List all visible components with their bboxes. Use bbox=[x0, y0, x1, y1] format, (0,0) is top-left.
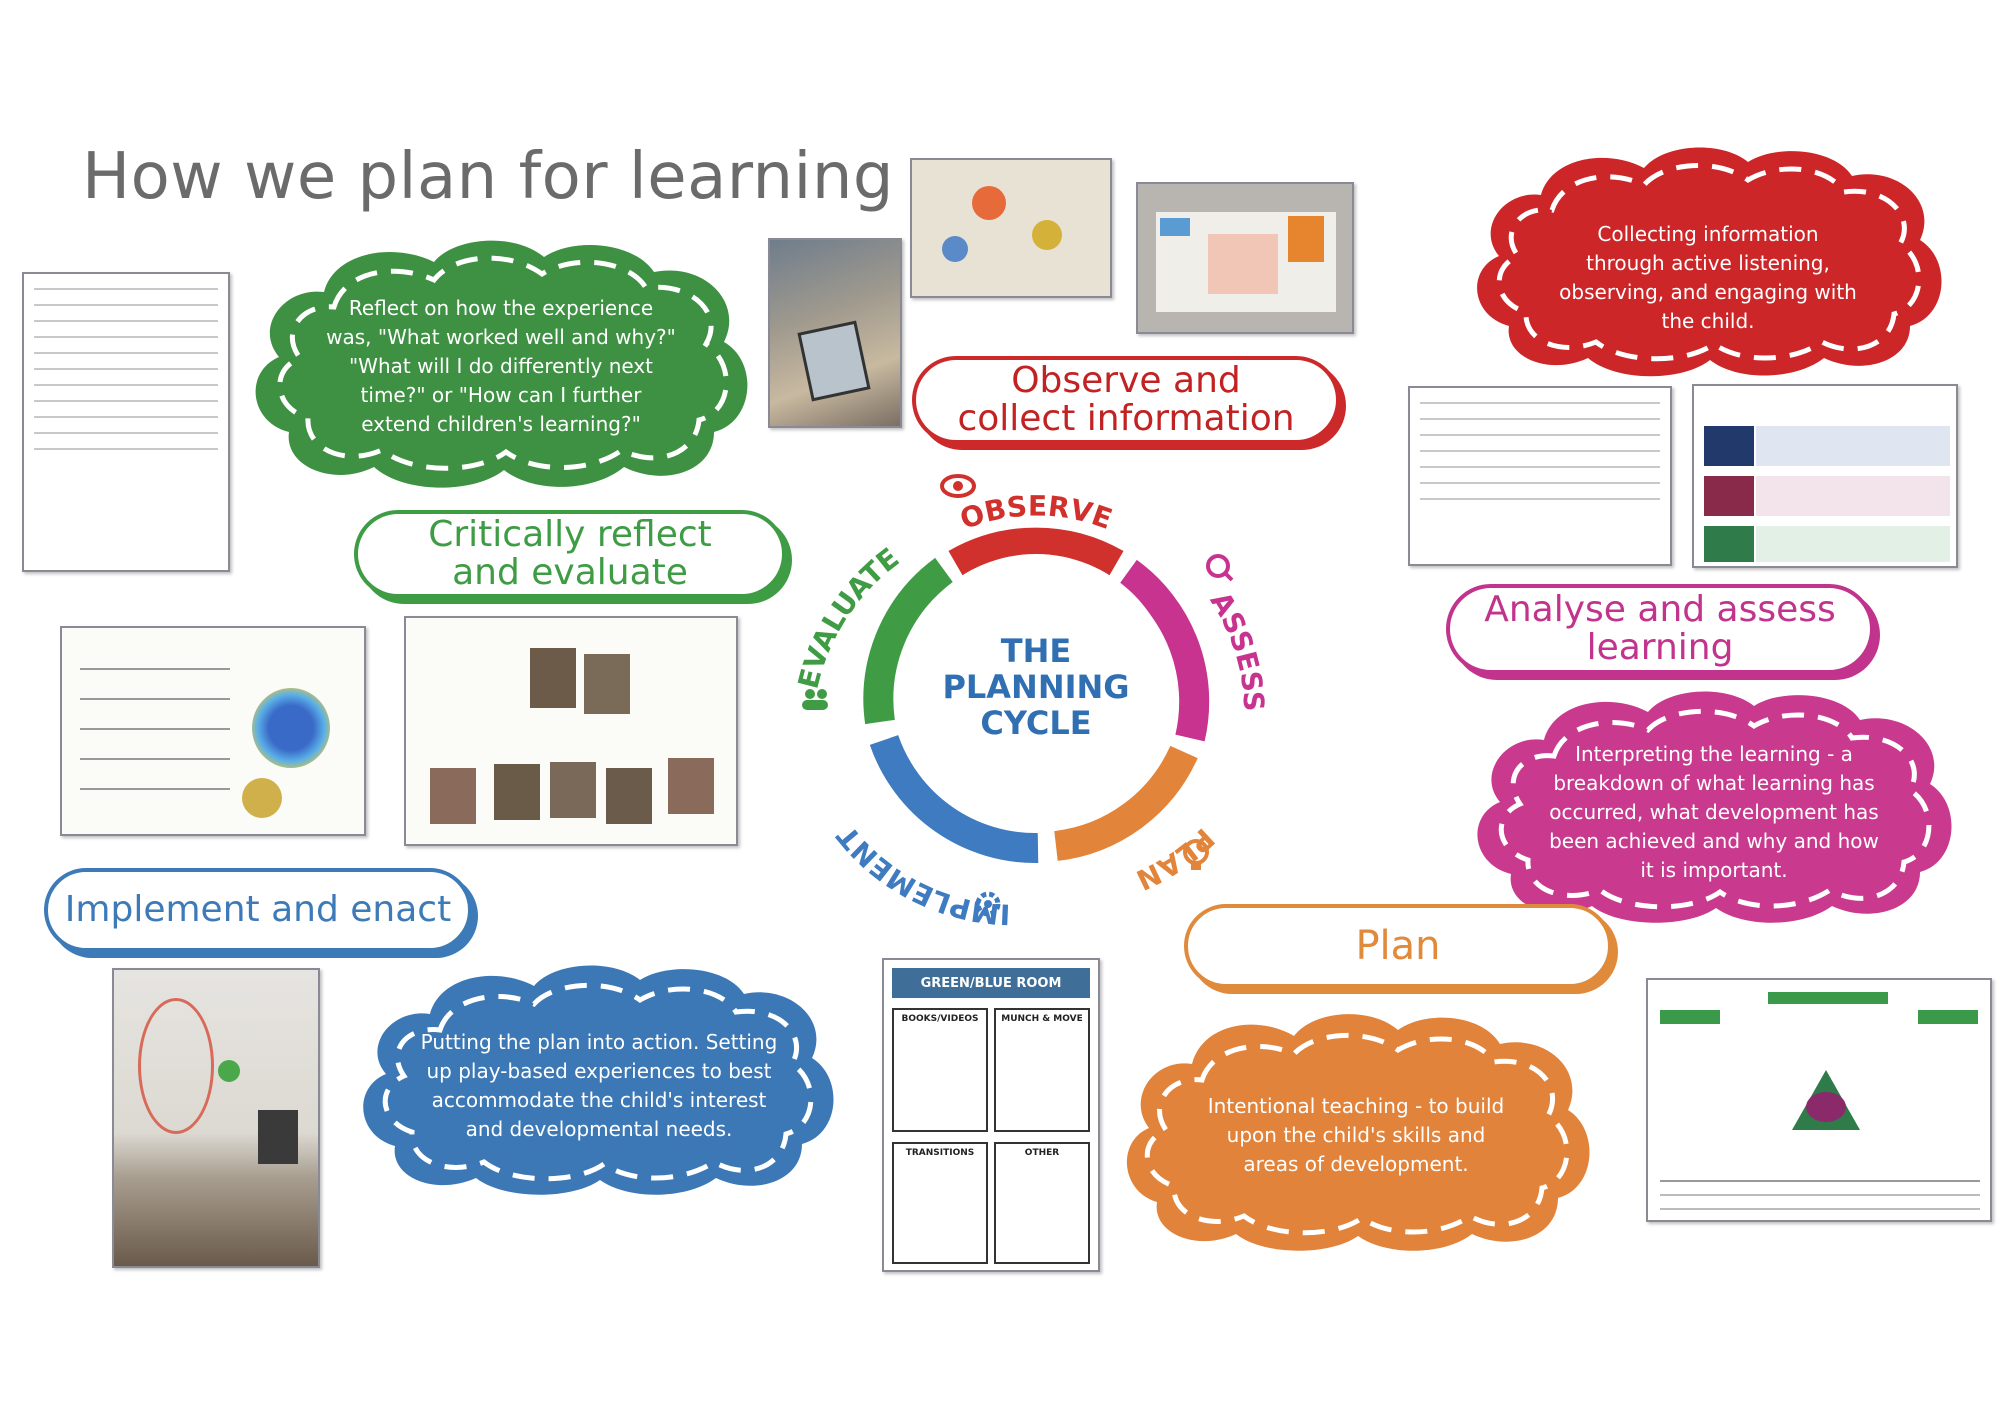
photo-wall-display bbox=[1136, 182, 1354, 334]
photo-handprint-artwork bbox=[910, 158, 1112, 298]
critical-reflect-label: Critically reflect and evaluate bbox=[354, 510, 786, 598]
cycle-center-line1: THE bbox=[1001, 632, 1071, 670]
collect-cloud-text: Collecting information through active li… bbox=[1559, 222, 1857, 333]
interpret-cloud: Interpreting the learning - a breakdown … bbox=[1466, 684, 1960, 928]
reflect-cloud-text: Reflect on how the experience was, "What… bbox=[326, 296, 676, 436]
planning-mindmap-document bbox=[1646, 978, 1992, 1222]
planning-cycle: THE PLANNING CYCLE OBSERVE ASSESS PLAN I… bbox=[786, 452, 1286, 932]
cycle-center-line2: PLANNING bbox=[942, 668, 1129, 706]
room-plan-card: GREEN/BLUE ROOM BOOKS/VIDEOS MUNCH & MOV… bbox=[882, 958, 1100, 1272]
page-title: How we plan for learning bbox=[82, 140, 894, 214]
room-plan-title: GREEN/BLUE ROOM bbox=[892, 968, 1090, 998]
reflect-cloud: Reflect on how the experience was, "What… bbox=[244, 232, 760, 492]
cycle-center-line3: CYCLE bbox=[980, 704, 1091, 742]
stage-plan: PLAN bbox=[1131, 822, 1221, 897]
reflection-photo-collage bbox=[404, 616, 738, 846]
eye-icon bbox=[940, 474, 976, 498]
lightbulb-icon bbox=[1183, 839, 1209, 870]
cloud-shape bbox=[1477, 147, 1942, 377]
cloud-shape bbox=[1126, 1014, 1590, 1251]
observe-label: Observe and collect information bbox=[912, 356, 1340, 444]
interpret-cloud-text: Interpreting the learning - a breakdown … bbox=[1549, 742, 1879, 882]
intentional-cloud: Intentional teaching - to build upon the… bbox=[1116, 1006, 1596, 1256]
photo-observation-tablet bbox=[768, 238, 902, 428]
cloud-shape bbox=[363, 965, 834, 1195]
room-section-books: BOOKS/VIDEOS bbox=[901, 1014, 979, 1024]
room-section-munch: MUNCH & MOVE bbox=[1001, 1014, 1083, 1024]
people-icon bbox=[802, 689, 828, 710]
action-cloud: Putting the plan into action. Setting up… bbox=[352, 958, 842, 1200]
room-section-transitions: TRANSITIONS bbox=[905, 1148, 975, 1158]
room-section-other: OTHER bbox=[1024, 1148, 1060, 1158]
photo-classroom-display bbox=[112, 968, 320, 1268]
analyse-label: Analyse and assess learning bbox=[1446, 584, 1874, 674]
collect-cloud: Collecting information through active li… bbox=[1466, 140, 1950, 380]
svg-text:ASSESS: ASSESS bbox=[1204, 586, 1271, 712]
planning-cycle-ring: THE PLANNING CYCLE OBSERVE ASSESS PLAN I… bbox=[792, 474, 1271, 931]
implement-label: Implement and enact bbox=[44, 868, 472, 952]
assessment-table-document bbox=[1408, 386, 1672, 566]
action-cloud-text: Putting the plan into action. Setting up… bbox=[420, 1030, 778, 1141]
cloud-shape bbox=[1477, 691, 1952, 923]
stage-assess: ASSESS bbox=[1204, 586, 1271, 712]
rainbow-notebook-drawing bbox=[60, 626, 366, 836]
plan-label: Plan bbox=[1184, 904, 1612, 988]
svg-text:PLAN: PLAN bbox=[1131, 822, 1221, 897]
learning-summary-document bbox=[1692, 384, 1958, 568]
cloud-shape bbox=[255, 240, 748, 488]
reflection-form-document bbox=[22, 272, 230, 572]
search-icon bbox=[1206, 554, 1234, 582]
intentional-cloud-text: Intentional teaching - to build upon the… bbox=[1207, 1094, 1505, 1176]
gear-icon bbox=[975, 891, 1001, 917]
